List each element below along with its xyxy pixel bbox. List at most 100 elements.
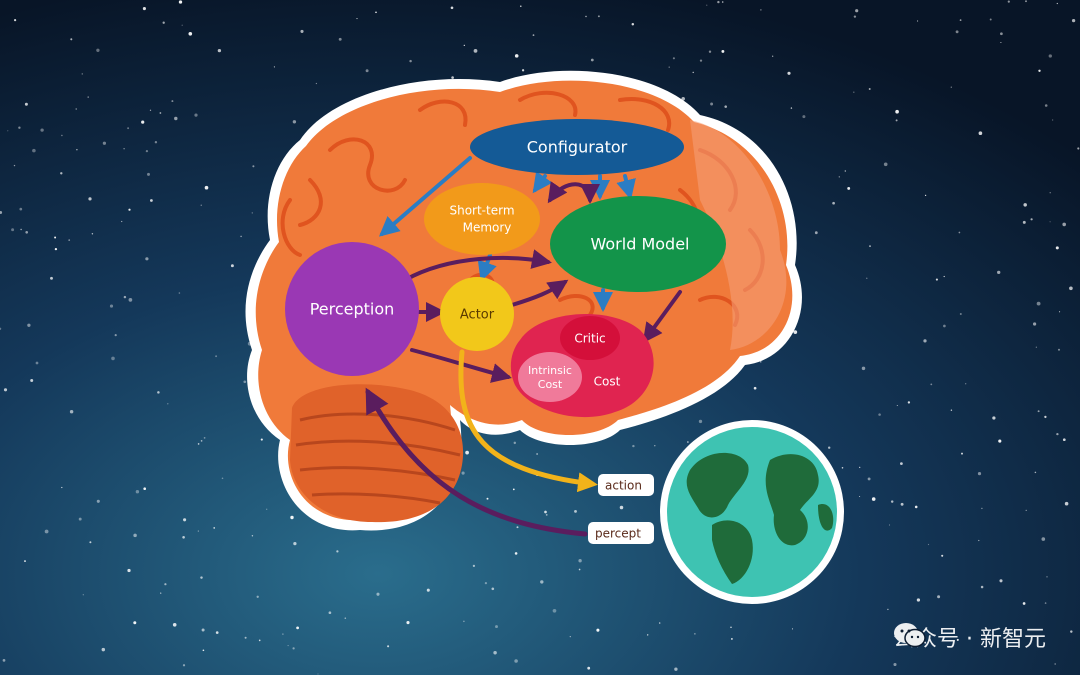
- star: [927, 543, 930, 546]
- star: [157, 391, 160, 394]
- star: [950, 86, 952, 88]
- world-model-shape: [550, 196, 726, 292]
- star: [674, 667, 678, 671]
- star: [217, 48, 222, 53]
- star: [923, 339, 927, 343]
- star: [171, 100, 174, 103]
- star: [900, 462, 903, 465]
- star: [1056, 2, 1058, 5]
- star: [35, 361, 39, 365]
- star: [54, 247, 58, 251]
- star: [181, 24, 183, 26]
- star: [88, 197, 92, 201]
- star: [841, 467, 844, 469]
- star: [512, 488, 515, 491]
- star: [694, 633, 696, 635]
- star: [256, 595, 259, 598]
- star: [159, 112, 162, 114]
- star: [536, 453, 538, 455]
- star: [197, 530, 199, 532]
- star: [96, 48, 100, 52]
- star: [463, 620, 465, 623]
- star: [545, 513, 548, 516]
- star: [855, 9, 859, 13]
- star: [240, 235, 242, 238]
- star: [24, 560, 26, 563]
- star: [1022, 602, 1026, 605]
- star: [463, 44, 465, 47]
- star: [91, 233, 94, 235]
- star: [200, 440, 203, 442]
- star: [867, 477, 871, 481]
- star: [167, 403, 169, 405]
- star: [941, 554, 944, 557]
- star: [977, 472, 982, 476]
- star: [619, 505, 624, 510]
- star: [866, 277, 868, 279]
- star: [409, 59, 412, 63]
- star: [1007, 0, 1010, 3]
- star: [861, 366, 866, 371]
- star: [1062, 222, 1066, 227]
- star: [950, 409, 953, 411]
- star: [178, 0, 183, 4]
- star: [980, 585, 984, 589]
- star: [50, 276, 53, 280]
- star: [215, 355, 218, 358]
- star: [1036, 301, 1041, 306]
- star: [585, 15, 587, 18]
- star: [244, 636, 247, 639]
- star: [1046, 576, 1048, 578]
- star: [273, 66, 275, 68]
- percept-tag: percept: [588, 522, 654, 544]
- star: [292, 120, 297, 124]
- star: [1070, 630, 1073, 633]
- earth-land-north-america: [686, 452, 749, 518]
- star: [141, 120, 145, 124]
- intrinsic-cost-shape: [518, 352, 582, 402]
- star: [708, 50, 712, 53]
- star: [0, 327, 2, 330]
- star: [40, 128, 44, 132]
- star: [859, 495, 861, 498]
- star: [172, 622, 177, 627]
- star: [998, 439, 1002, 443]
- star: [451, 76, 454, 79]
- configurator-shape: [470, 119, 684, 175]
- action-tag: action: [598, 474, 654, 496]
- star: [587, 666, 591, 670]
- star: [569, 635, 571, 638]
- star: [814, 231, 818, 235]
- star: [1071, 18, 1076, 23]
- star: [706, 4, 708, 6]
- star: [999, 579, 1003, 583]
- star: [200, 576, 203, 579]
- star: [540, 580, 544, 584]
- star: [943, 275, 945, 278]
- arrow-configurator-to-world-model-2: [616, 174, 636, 200]
- star: [78, 517, 82, 521]
- percept-label: percept: [595, 527, 641, 541]
- star: [1056, 432, 1059, 436]
- star: [44, 529, 49, 534]
- star: [18, 126, 21, 129]
- star: [465, 450, 469, 455]
- star: [461, 471, 465, 475]
- arrow-world-model-to-cost-side: [642, 290, 682, 344]
- actor-label: Actor: [460, 308, 495, 323]
- star: [668, 66, 670, 68]
- star: [1044, 104, 1048, 107]
- star: [114, 334, 117, 337]
- arrows: [365, 156, 682, 537]
- star: [802, 115, 806, 119]
- star: [760, 361, 762, 363]
- module-cost: Critic Intrinsic Cost Cost: [510, 313, 654, 418]
- star: [1054, 663, 1057, 665]
- star: [532, 34, 535, 36]
- wechat-icon: [894, 623, 926, 648]
- star: [1025, 509, 1027, 512]
- star: [730, 637, 733, 640]
- star: [647, 634, 649, 636]
- star: [287, 645, 289, 647]
